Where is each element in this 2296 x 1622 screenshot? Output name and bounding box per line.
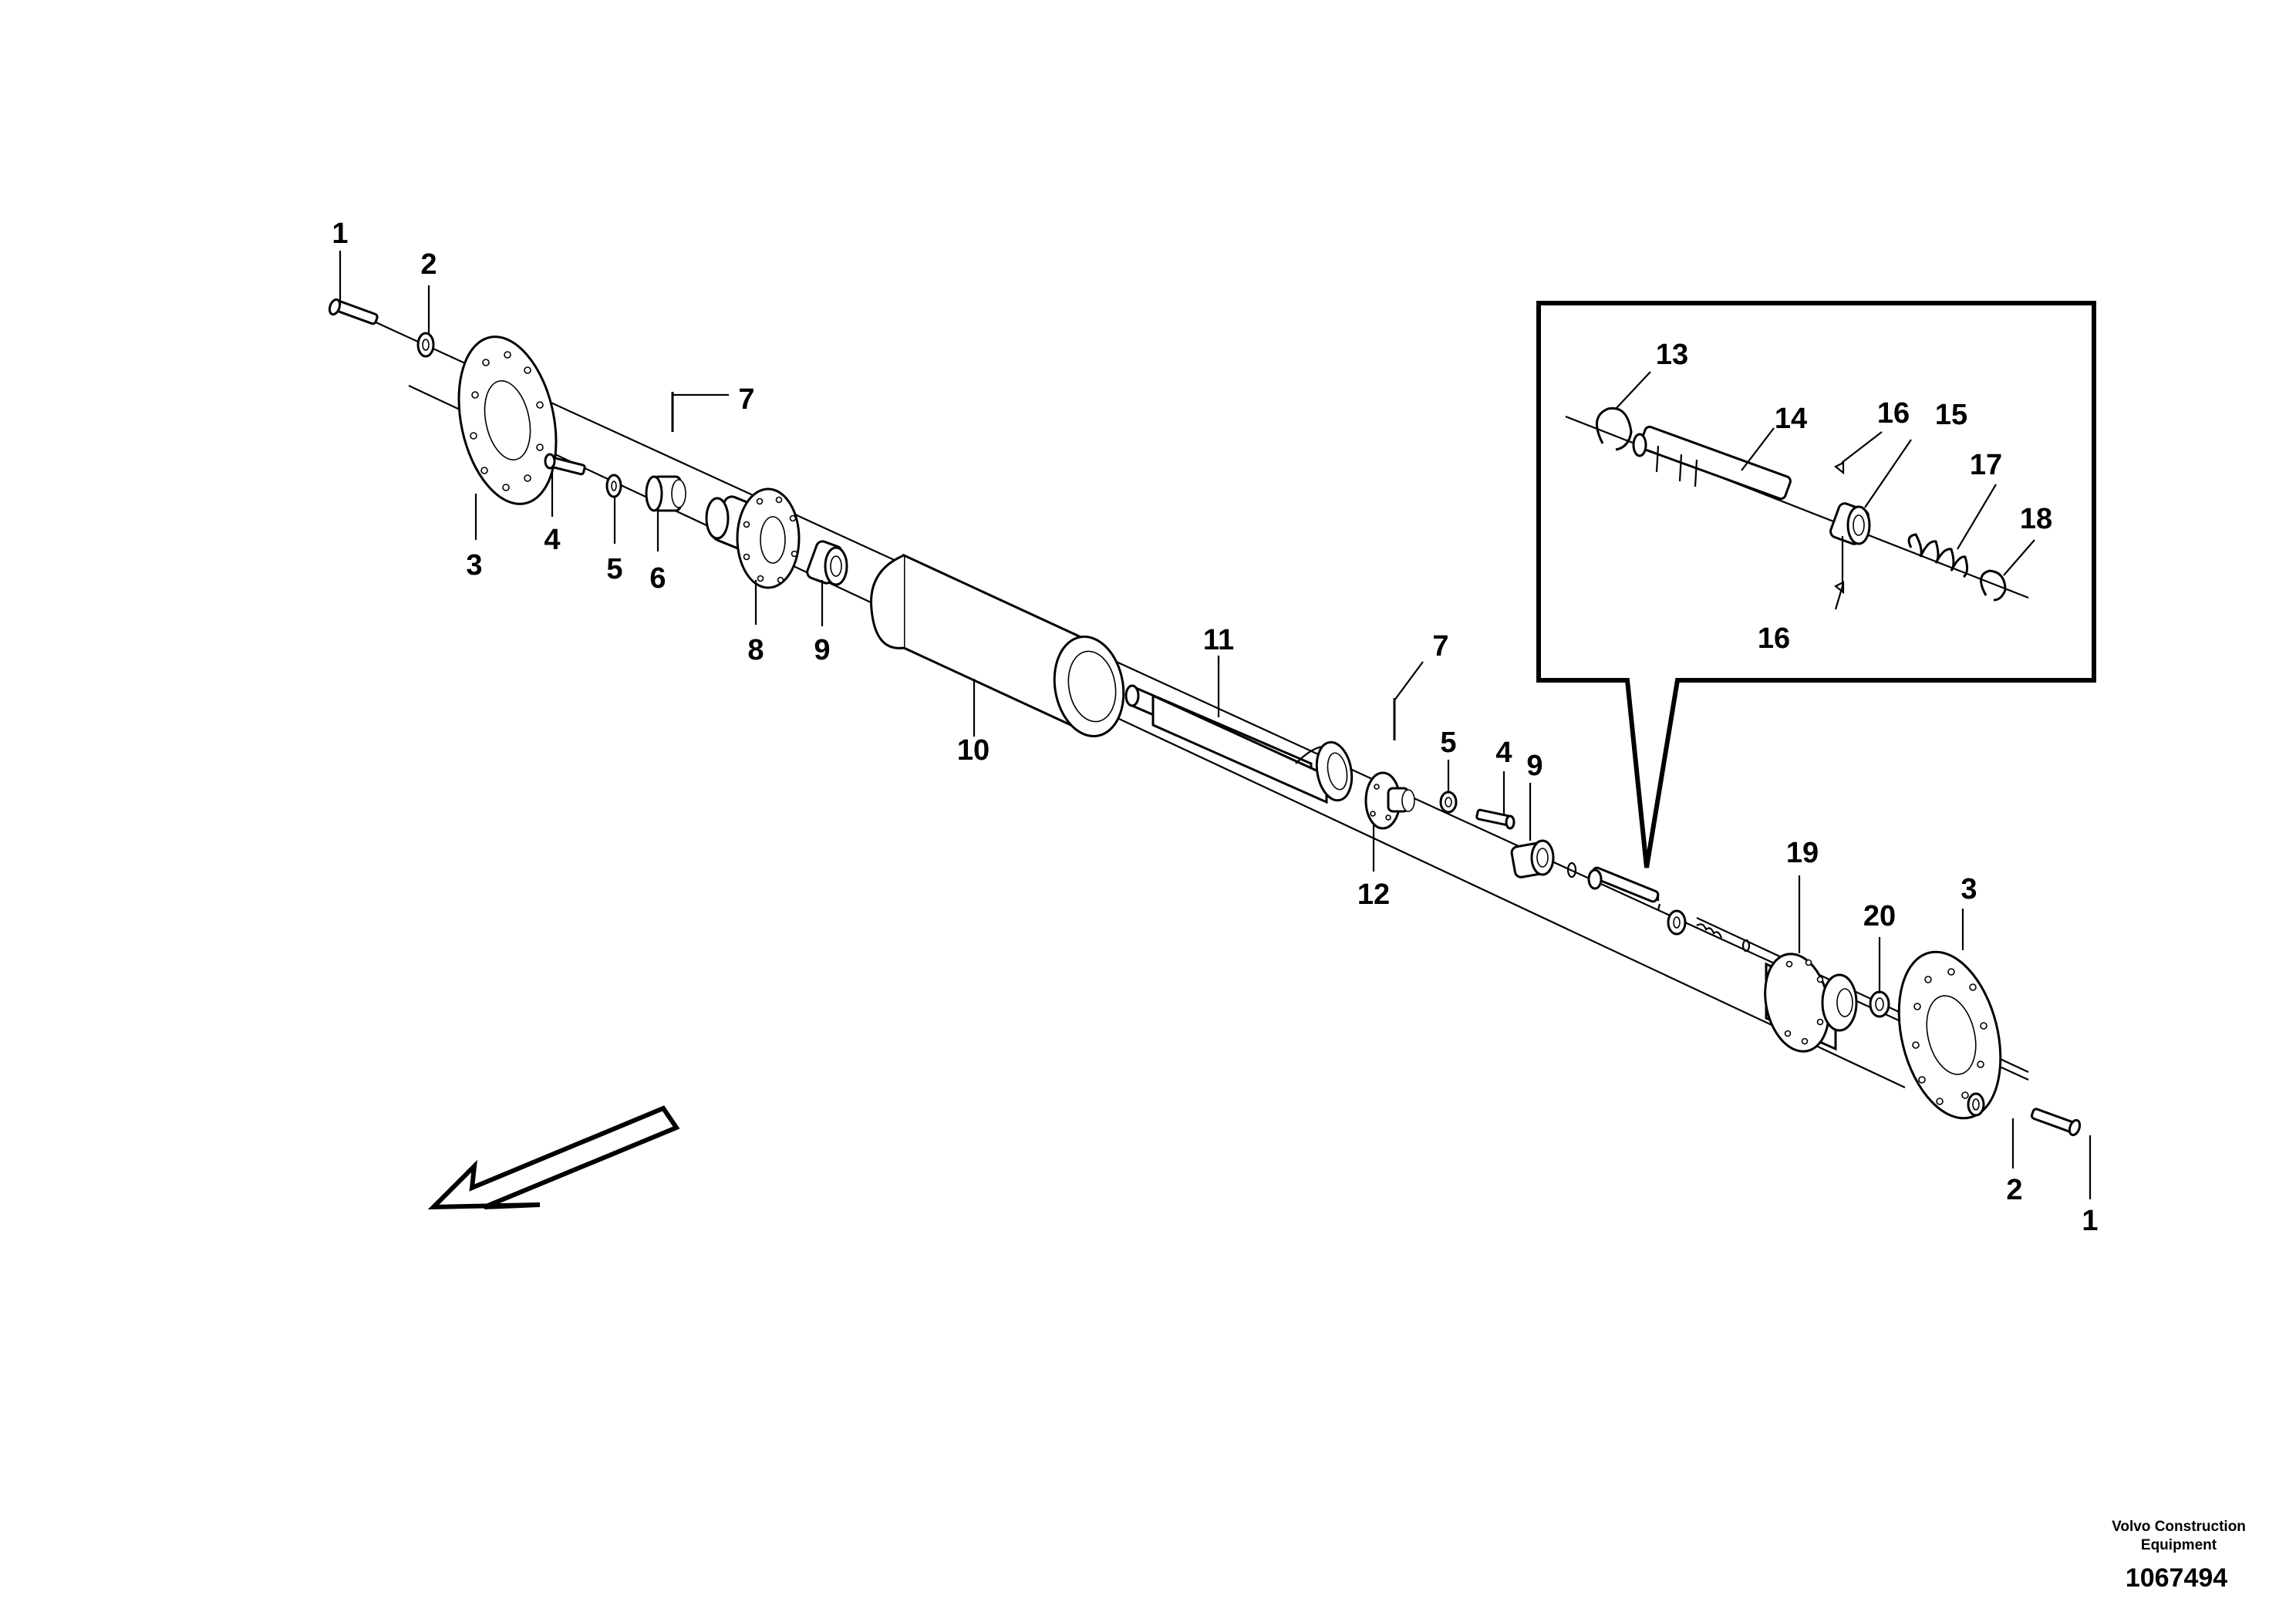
callout-17: 17 bbox=[1970, 449, 2002, 481]
callout-5-left: 5 bbox=[606, 553, 622, 585]
right-disc-part-3 bbox=[1897, 950, 2002, 1120]
detail-inset-box bbox=[1536, 301, 2096, 868]
ring-near-part-11 bbox=[1295, 740, 1354, 802]
tube-part-10 bbox=[870, 553, 1125, 737]
callout-15: 15 bbox=[1935, 399, 1967, 431]
callout-1-right: 1 bbox=[2082, 1205, 2098, 1237]
left-bushing-part-6 bbox=[645, 475, 686, 512]
callout-19: 19 bbox=[1786, 837, 1819, 869]
company-name-line2: Equipment bbox=[2141, 1537, 2217, 1553]
callout-3-right: 3 bbox=[1961, 873, 1977, 905]
callout-4-left: 4 bbox=[544, 524, 560, 556]
callout-4-mid: 4 bbox=[1495, 737, 1512, 769]
mid-bearing-part-9 bbox=[1510, 839, 1555, 878]
callout-1-left: 1 bbox=[332, 218, 348, 250]
callout-7-left: 7 bbox=[738, 383, 754, 416]
left-washer-part-2 bbox=[416, 332, 435, 358]
callout-10: 10 bbox=[957, 734, 990, 767]
callout-18: 18 bbox=[2020, 503, 2052, 535]
callout-11: 11 bbox=[1203, 624, 1234, 656]
mid-pin-part-7 bbox=[1393, 661, 1424, 740]
right-bolt-part-1 bbox=[2030, 1108, 2082, 1137]
callout-13: 13 bbox=[1656, 339, 1688, 371]
left-bolt-part-1 bbox=[328, 298, 379, 325]
detail-callout-labels: 13 14 16 15 17 18 16 bbox=[1656, 339, 2052, 655]
callout-2-right: 2 bbox=[2006, 1174, 2022, 1206]
callout-3-left: 3 bbox=[466, 549, 482, 582]
footer-block: Volvo Construction Equipment 1067494 bbox=[2112, 1519, 2246, 1593]
detail-bearing-part-15 bbox=[1829, 502, 1871, 545]
left-pin-part-7 bbox=[671, 392, 729, 432]
callout-9-left: 9 bbox=[814, 634, 830, 666]
callout-5-mid: 5 bbox=[1440, 727, 1456, 759]
left-disc-part-3 bbox=[457, 336, 558, 505]
callout-6: 6 bbox=[649, 562, 666, 595]
right-washer-part-2 bbox=[1967, 1092, 1985, 1117]
callout-16-bottom: 16 bbox=[1758, 622, 1790, 655]
hub-part-12 bbox=[1364, 771, 1415, 830]
company-name-line1: Volvo Construction bbox=[2112, 1519, 2246, 1535]
callout-14: 14 bbox=[1775, 403, 1807, 435]
leader-lines bbox=[339, 251, 2092, 1199]
left-screw-part-4 bbox=[544, 453, 586, 476]
callout-7-mid: 7 bbox=[1432, 630, 1448, 663]
callout-12: 12 bbox=[1357, 878, 1390, 911]
callout-2-left: 2 bbox=[420, 248, 437, 281]
callout-16-top: 16 bbox=[1877, 397, 1910, 430]
callout-9-mid: 9 bbox=[1526, 750, 1542, 782]
small-components-cluster bbox=[1566, 862, 1751, 953]
detail-spring-part-17 bbox=[1907, 533, 1969, 578]
spacer-part-20 bbox=[1869, 990, 1890, 1018]
callout-8: 8 bbox=[747, 634, 764, 666]
left-flange-part-8 bbox=[705, 487, 801, 589]
shaft-part-11 bbox=[1124, 656, 1328, 804]
mid-washer-part-5 bbox=[1439, 791, 1458, 814]
callout-20: 20 bbox=[1863, 900, 1896, 932]
mid-screw-part-4 bbox=[1475, 808, 1515, 830]
front-direction-arrow-icon bbox=[427, 1105, 680, 1210]
drawing-number: 1067494 bbox=[2126, 1563, 2227, 1593]
callout-labels: 1 2 3 4 5 6 7 8 9 10 11 7 5 4 9 12 19 20… bbox=[332, 218, 2098, 1237]
left-washer-part-5 bbox=[605, 474, 622, 498]
right-hub-part-19 bbox=[1764, 953, 1858, 1053]
detail-splined-shaft-part-14 bbox=[1632, 425, 1792, 501]
left-bearing-part-9 bbox=[806, 540, 848, 586]
